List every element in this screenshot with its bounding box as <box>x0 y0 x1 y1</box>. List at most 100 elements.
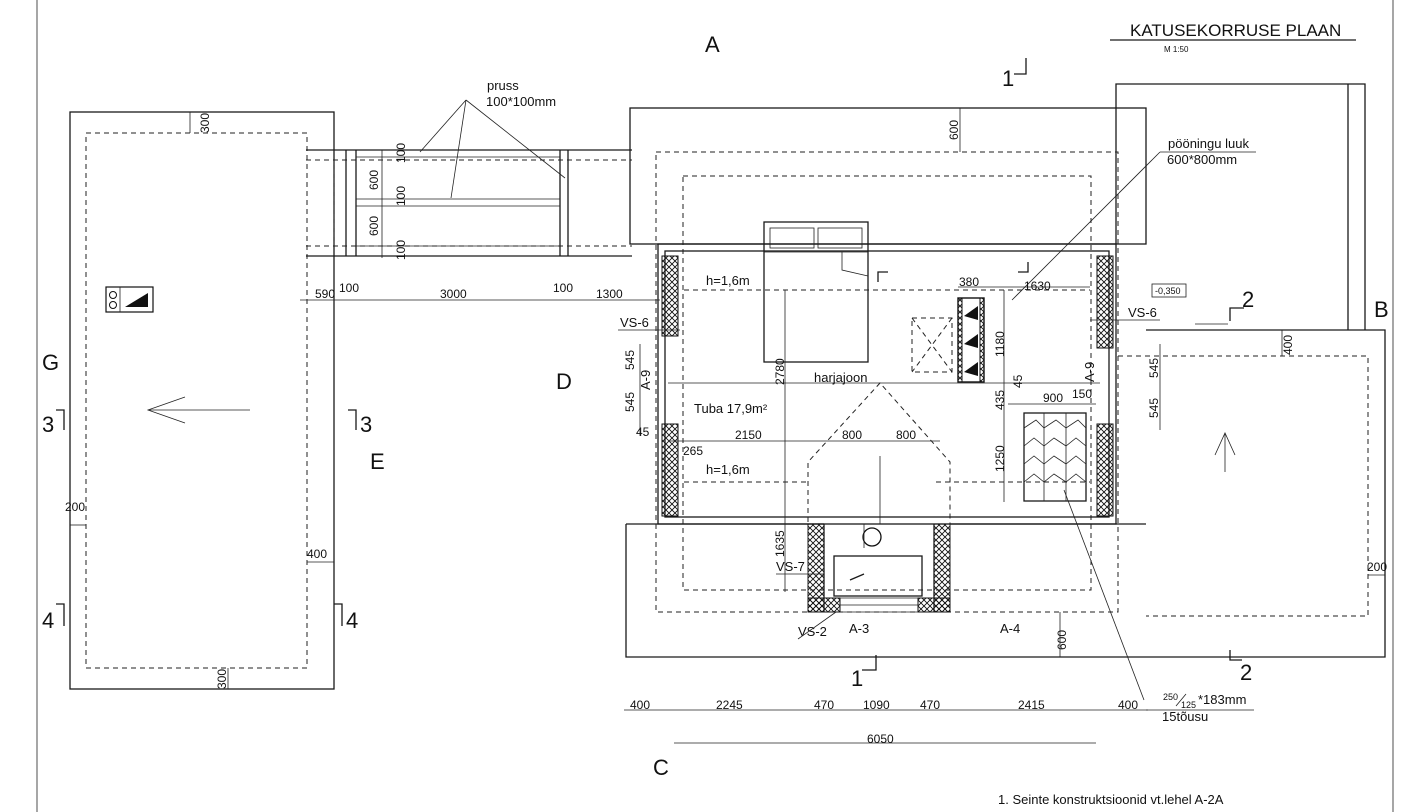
dim-1630: 1630 <box>1024 279 1051 293</box>
dim-590: 590 <box>315 287 335 301</box>
svg-text:4: 4 <box>42 608 54 633</box>
dim-total-6050: 6050 <box>867 732 894 746</box>
label-attic-hatch: pööningu luuk <box>1168 136 1249 151</box>
bottom-dim-chain <box>624 709 1148 744</box>
dim-100-e: 100 <box>553 281 573 295</box>
dim-900: 900 <box>1043 391 1063 405</box>
dormer-lines <box>668 289 1100 594</box>
dim-300-top: 300 <box>198 113 212 133</box>
dim-435: 435 <box>993 390 1007 410</box>
pruss-leaders <box>419 99 566 199</box>
dim-400-right: 400 <box>1281 335 1295 355</box>
label-vs6-left: VS-6 <box>620 315 649 330</box>
stairs-frac-top: 250 <box>1163 692 1178 702</box>
dim-545-a: 545 <box>623 350 637 370</box>
stairs-leader <box>1063 489 1145 701</box>
dim-1300: 1300 <box>596 287 623 301</box>
label-a9-right: A-9 <box>1082 362 1097 382</box>
stairs-count: 15tõusu <box>1162 709 1208 724</box>
dim-bottom-2415: 2415 <box>1018 698 1045 712</box>
dim-bottom-2245: 2245 <box>716 698 743 712</box>
attic-hatch-symbol <box>911 317 953 373</box>
main-roof <box>625 83 1386 658</box>
dim-545-c: 545 <box>1147 358 1161 378</box>
dim-800-a: 800 <box>842 428 862 442</box>
dim-380: 380 <box>959 275 979 289</box>
dim-600-top: 600 <box>947 120 961 140</box>
label-vs7: VS-7 <box>776 559 805 574</box>
sanitary-fixtures <box>833 456 923 597</box>
dim-1635: 1635 <box>773 530 787 557</box>
drawing-scale: M 1:50 <box>1164 45 1189 54</box>
dim-150: 150 <box>1072 387 1092 401</box>
dim-600-bottom: 600 <box>1055 630 1069 650</box>
dim-200-right: 200 <box>1367 560 1387 574</box>
dim-545-d: 545 <box>1147 398 1161 418</box>
dim-200-left: 200 <box>65 500 85 514</box>
dim-100-a: 100 <box>394 143 408 163</box>
dim-bottom-400-b: 400 <box>1118 698 1138 712</box>
svg-text:1: 1 <box>1002 66 1014 91</box>
label-a4: A-4 <box>1000 621 1020 636</box>
label-a3: A-3 <box>849 621 869 636</box>
stairs-frac-bottom: 125 <box>1181 700 1196 710</box>
stairs <box>1023 412 1087 502</box>
dim-600-a: 600 <box>367 170 381 190</box>
label-a9-left: A-9 <box>638 370 653 390</box>
dim-45-a: 45 <box>636 425 650 439</box>
dim-bottom-400-a: 400 <box>630 698 650 712</box>
walkway <box>306 149 632 257</box>
axis-e: E <box>370 449 385 474</box>
svg-text:1: 1 <box>851 666 863 691</box>
section-1-top: 1 <box>1002 58 1027 91</box>
label-room: Tuba 17,9m² <box>694 401 768 416</box>
stairs-rise: *183mm <box>1198 692 1246 707</box>
label-vs6-right: VS-6 <box>1128 305 1157 320</box>
chimney-symbol-left <box>105 286 154 313</box>
section-2-bottom: 2 <box>1229 650 1252 685</box>
svg-text:3: 3 <box>360 412 372 437</box>
dim-100-d: 100 <box>339 281 359 295</box>
label-vs2: VS-2 <box>798 624 827 639</box>
svg-text:2: 2 <box>1240 660 1252 685</box>
label-level: -0,350 <box>1155 286 1181 296</box>
drawing-title: KATUSEKORRUSE PLAAN <box>1130 21 1341 40</box>
interior-dims <box>639 286 1161 592</box>
svg-text:4: 4 <box>346 608 358 633</box>
axis-b: B <box>1374 297 1389 322</box>
dim-45-b: 45 <box>1011 374 1025 388</box>
dim-100-b: 100 <box>394 186 408 206</box>
dim-400-left: 400 <box>307 547 327 561</box>
dim-2780: 2780 <box>773 358 787 385</box>
dim-1250: 1250 <box>993 445 1007 472</box>
section-2-right: 2 <box>1229 287 1254 321</box>
axis-c: C <box>653 755 669 780</box>
label-height-bottom: h=1,6m <box>706 462 750 477</box>
section-4-left: 4 <box>42 603 65 633</box>
left-roof <box>69 111 335 690</box>
axis-g: G <box>42 350 59 375</box>
attic-walls <box>657 243 1117 613</box>
label-ridge: harjajoon <box>814 370 868 385</box>
section-1-bottom: 1 <box>851 655 877 691</box>
dim-bottom-1090: 1090 <box>863 698 890 712</box>
section-4-right: 4 <box>334 603 358 633</box>
dim-1180: 1180 <box>993 331 1007 357</box>
dim-2150: 2150 <box>735 428 762 442</box>
axis-d: D <box>556 369 572 394</box>
dim-100-c: 100 <box>394 240 408 260</box>
dim-bottom-470-a: 470 <box>814 698 834 712</box>
dim-265: 265 <box>683 444 703 458</box>
section-3-right: 3 <box>348 409 372 437</box>
svg-text:2: 2 <box>1242 287 1254 312</box>
dim-300-bottom: 300 <box>215 669 229 689</box>
level-box <box>1151 283 1187 298</box>
chimney-unit <box>957 297 985 383</box>
dim-545-b: 545 <box>623 392 637 412</box>
label-height-top: h=1,6m <box>706 273 750 288</box>
axis-a: A <box>705 32 720 57</box>
svg-text:3: 3 <box>42 412 54 437</box>
dim-800-b: 800 <box>896 428 916 442</box>
label-pruss: pruss <box>487 78 519 93</box>
